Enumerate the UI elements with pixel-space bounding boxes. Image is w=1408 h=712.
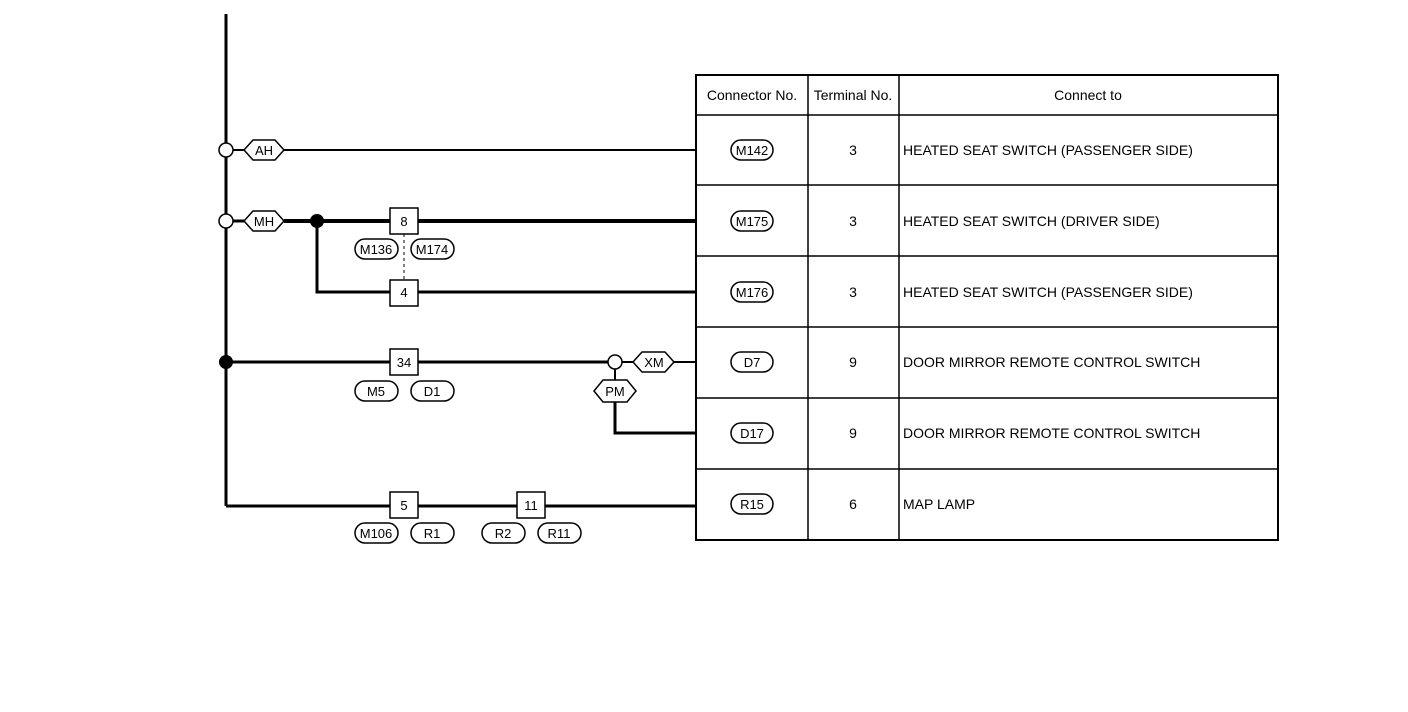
connector-m5-label: M5 — [367, 384, 385, 399]
open-splice-ah — [218, 142, 234, 158]
row-connector: R15 — [740, 497, 764, 512]
row-terminal: 9 — [849, 354, 857, 370]
row-connect-to: HEATED SEAT SWITCH (PASSENGER SIDE) — [903, 142, 1193, 158]
row-connector: D17 — [740, 426, 764, 441]
header-connect-to: Connect to — [1054, 87, 1122, 103]
row-terminal: 9 — [849, 425, 857, 441]
tag-pm: PM — [593, 379, 637, 403]
tag-mh-label: MH — [254, 214, 274, 229]
connector-r2-label: R2 — [495, 526, 512, 541]
connector-m106: M106 — [354, 522, 399, 544]
tag-ah: AH — [242, 139, 286, 161]
tag-xm-label: XM — [644, 355, 664, 370]
wire-mh-branch — [315, 221, 696, 294]
splices — [218, 142, 623, 370]
connector-m106-label: M106 — [360, 526, 393, 541]
connector-r1-label: R1 — [424, 526, 441, 541]
solid-splice-mh — [310, 214, 324, 228]
open-splice-xm — [607, 354, 623, 370]
row-connector: M142 — [736, 143, 769, 158]
row-terminal: 3 — [849, 213, 857, 229]
row-connector: D7 — [744, 355, 761, 370]
header-terminal-no: Terminal No. — [814, 87, 893, 103]
row-connect-to: DOOR MIRROR REMOTE CONTROL SWITCH — [903, 354, 1200, 370]
wire-pm — [613, 402, 696, 435]
connector-m174: M174 — [410, 238, 455, 260]
row-connect-to: HEATED SEAT SWITCH (PASSENGER SIDE) — [903, 284, 1193, 300]
table-row: D17 9 DOOR MIRROR REMOTE CONTROL SWITCH — [730, 422, 1200, 444]
table-row: M142 3 HEATED SEAT SWITCH (PASSENGER SID… — [730, 139, 1193, 161]
row-connect-to: DOOR MIRROR REMOTE CONTROL SWITCH — [903, 425, 1200, 441]
connector-d1-label: D1 — [424, 384, 441, 399]
table-row: R15 6 MAP LAMP — [730, 493, 975, 515]
junction-5: 5 — [389, 491, 419, 519]
connector-d1: D1 — [410, 380, 455, 402]
connector-r2: R2 — [481, 522, 526, 544]
row-connector: M175 — [736, 214, 769, 229]
open-splice-mh — [218, 213, 234, 229]
connector-r11: R11 — [537, 522, 582, 544]
table-row: M176 3 HEATED SEAT SWITCH (PASSENGER SID… — [730, 281, 1193, 303]
row-connect-to: MAP LAMP — [903, 496, 975, 512]
row-connect-to: HEATED SEAT SWITCH (DRIVER SIDE) — [903, 213, 1160, 229]
connector-r1: R1 — [410, 522, 455, 544]
junction-11: 11 — [516, 491, 546, 519]
connector-m174-label: M174 — [416, 242, 449, 257]
connector-m136-label: M136 — [360, 242, 393, 257]
row-connector: M176 — [736, 285, 769, 300]
connector-m136: M136 — [354, 238, 399, 260]
tag-xm: XM — [631, 351, 676, 373]
row-terminal: 3 — [849, 142, 857, 158]
junction-34-label: 34 — [397, 355, 411, 370]
junction-34: 34 — [389, 348, 419, 376]
connector-m5: M5 — [354, 380, 399, 402]
row-terminal: 3 — [849, 284, 857, 300]
junction-4: 4 — [389, 279, 419, 307]
header-connector-no: Connector No. — [707, 87, 797, 103]
table-row: M175 3 HEATED SEAT SWITCH (DRIVER SIDE) — [730, 210, 1160, 232]
junction-8-label: 8 — [400, 214, 407, 229]
row-terminal: 6 — [849, 496, 857, 512]
solid-splice-34 — [219, 355, 233, 369]
tag-pm-label: PM — [605, 384, 625, 399]
tag-ah-label: AH — [255, 143, 273, 158]
junction-5-label: 5 — [400, 498, 407, 513]
junction-8: 8 — [389, 207, 419, 235]
connector-r11-label: R11 — [548, 526, 571, 541]
junction-4-label: 4 — [400, 285, 407, 300]
connection-table: Connector No. Terminal No. Connect to M1… — [695, 74, 1279, 541]
table-row: D7 9 DOOR MIRROR REMOTE CONTROL SWITCH — [730, 351, 1200, 373]
junction-11-label: 11 — [524, 498, 538, 513]
tag-mh: MH — [242, 210, 286, 232]
wires — [224, 14, 696, 508]
